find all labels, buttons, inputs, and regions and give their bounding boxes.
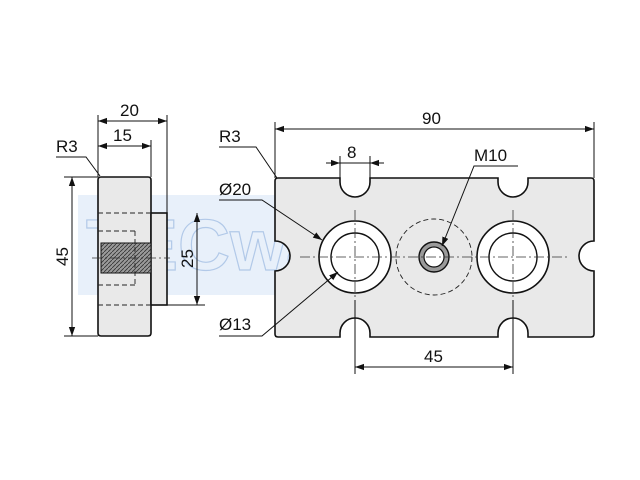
dim-hole-spacing: 45 <box>424 347 443 366</box>
dim-overall-width: 20 <box>120 101 139 120</box>
label-thread: M10 <box>474 146 507 165</box>
label-outer-diameter: Ø20 <box>219 180 251 199</box>
dim-slot-width: 8 <box>347 143 356 162</box>
front-view: 90 8 R3 Ø20 Ø13 M10 45 <box>219 109 595 374</box>
dim-body-width: 15 <box>113 126 132 145</box>
label-radius-front: R3 <box>219 127 241 146</box>
dim-overall-length: 90 <box>422 109 441 128</box>
label-radius-side: R3 <box>56 137 78 156</box>
label-bore-diameter: Ø13 <box>219 315 251 334</box>
side-thread <box>100 242 152 274</box>
side-view: 20 15 R3 45 25 <box>53 101 205 337</box>
dim-height: 45 <box>53 247 72 266</box>
dim-boss-height: 25 <box>178 249 197 268</box>
side-boss <box>150 212 168 306</box>
